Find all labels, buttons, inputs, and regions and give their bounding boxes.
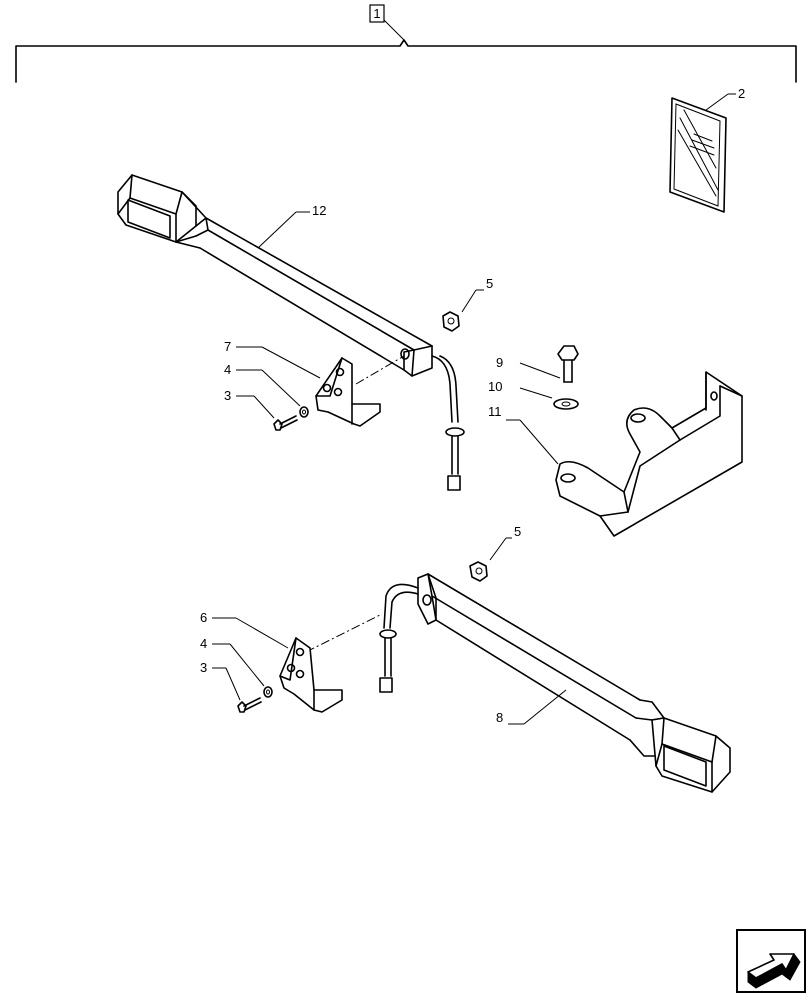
kit-callout-box [369, 4, 385, 23]
washer-10: 10 [488, 379, 579, 410]
callout-6[interactable]: 6 [200, 610, 207, 625]
callout-4-lower[interactable]: 4 [200, 636, 207, 651]
callout-11[interactable]: 11 [488, 404, 502, 419]
upper-nut: 5 [442, 276, 493, 332]
mount-bracket-11: 11 [488, 371, 743, 537]
callout-9[interactable]: 9 [496, 355, 503, 370]
bolt-9: 9 [496, 345, 579, 383]
lower-bracket: 6 [200, 610, 343, 713]
upper-lamp-arm: 12 [0, 0, 465, 491]
callout-12[interactable]: 12 [312, 203, 326, 218]
callout-7[interactable]: 7 [224, 339, 231, 354]
upper-bolt: 3 [224, 388, 298, 431]
callout-3-upper[interactable]: 3 [224, 388, 231, 403]
kit-bracket: 1 [15, 4, 797, 83]
callout-2[interactable]: 2 [738, 86, 745, 101]
callout-5-lower[interactable]: 5 [514, 524, 521, 539]
upper-washer: 4 [224, 362, 309, 418]
callout-1[interactable]: 1 [373, 6, 380, 21]
callout-8[interactable]: 8 [496, 710, 503, 725]
lower-lamp-arm: 8 [305, 573, 731, 793]
upper-lamp-lens [0, 0, 1, 1]
lower-nut: 5 [469, 524, 521, 582]
next-page-arrow-icon[interactable] [736, 929, 806, 993]
upper-bracket: 7 [224, 339, 405, 427]
callout-3-lower[interactable]: 3 [200, 660, 207, 675]
manual-booklet: 2 [669, 86, 745, 213]
callout-5-upper[interactable]: 5 [486, 276, 493, 291]
callout-10[interactable]: 10 [488, 379, 502, 394]
callout-4-upper[interactable]: 4 [224, 362, 231, 377]
lower-bolt: 3 [200, 660, 262, 713]
lower-washer: 4 [200, 636, 273, 698]
